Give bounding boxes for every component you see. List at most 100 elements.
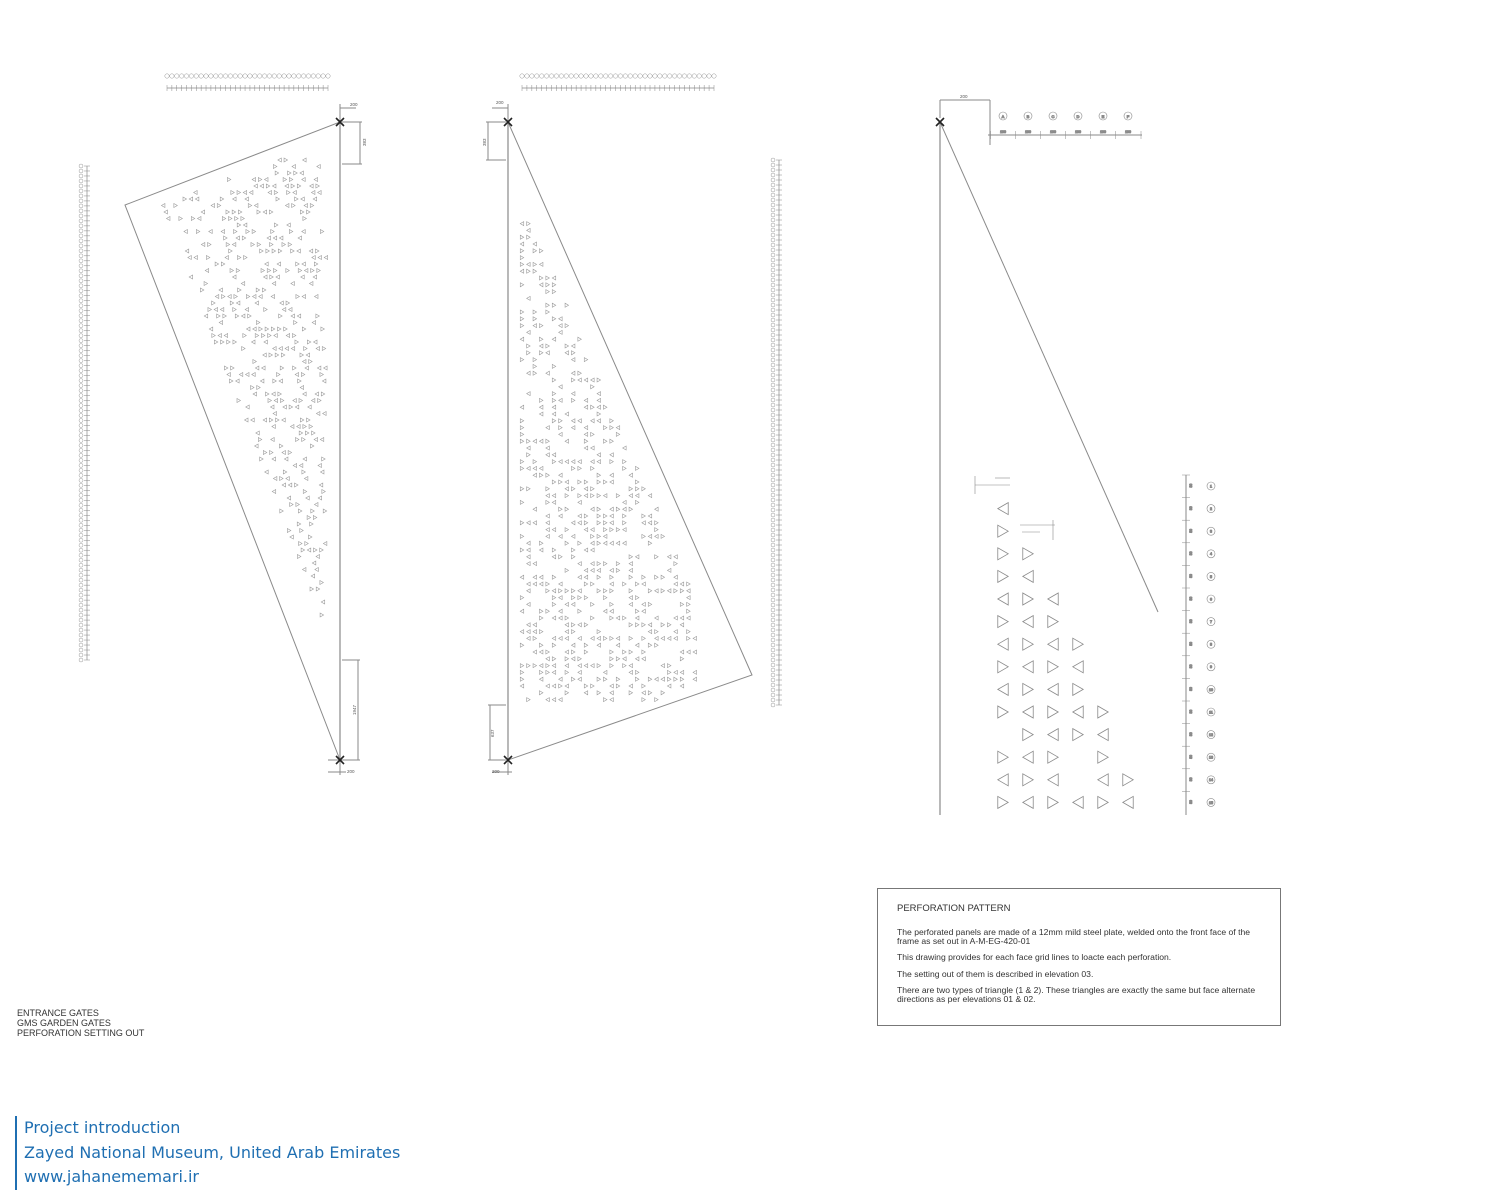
perforation-triangle	[667, 676, 672, 682]
grid-marker	[78, 418, 84, 423]
row-marker	[1206, 549, 1216, 559]
perforation-triangle	[545, 499, 550, 505]
corner-mark	[503, 117, 513, 127]
footer-website[interactable]: www.jahanememari.ir	[24, 1167, 200, 1186]
title-line: PERFORATION SETTING OUT	[17, 1028, 145, 1038]
perforation-triangle	[558, 595, 563, 601]
perforation-triangle	[590, 561, 595, 567]
perforation-triangle	[622, 615, 627, 621]
perforation-triangle	[558, 329, 563, 335]
perforation-triangle	[551, 479, 557, 485]
perforation-triangle	[302, 488, 308, 495]
grid-marker	[770, 602, 776, 608]
perforation-triangle	[673, 581, 678, 587]
perforation-triangle	[289, 176, 294, 183]
grid-marker	[276, 73, 282, 79]
grid-marker	[770, 522, 776, 528]
grid-marker	[325, 73, 331, 79]
perforation-triangle	[571, 397, 576, 403]
perforation-triangle	[609, 649, 614, 655]
perforation-triangle	[551, 282, 557, 288]
perforation-triangle	[286, 495, 291, 501]
perforation-triangle	[519, 629, 525, 635]
perforation-triangle	[526, 445, 531, 451]
grid-marker	[78, 547, 84, 553]
column-spacing-label: 100	[1050, 130, 1056, 134]
grid-marker	[770, 577, 776, 583]
perforation-triangle	[319, 579, 324, 586]
perforation-triangle	[519, 357, 525, 363]
perforation-triangle	[583, 513, 589, 519]
dim-label: 200	[496, 100, 504, 105]
perforation-triangle	[320, 599, 326, 605]
perforation-triangle	[538, 547, 544, 553]
perforation-triangle	[647, 601, 653, 607]
perforation-triangle	[210, 202, 215, 209]
perforation-triangle	[251, 293, 257, 300]
grid-marker	[583, 73, 589, 79]
perforation-triangle	[551, 411, 557, 417]
perforation-triangle	[321, 345, 327, 352]
perforation-triangle	[256, 241, 262, 248]
perforation-triangle	[583, 479, 589, 485]
perforation-triangle	[564, 656, 570, 662]
grid-marker	[524, 73, 530, 79]
perforation-triangle	[692, 649, 697, 655]
perforation-triangle	[253, 183, 258, 189]
perforation-triangle	[602, 608, 608, 614]
perforation-triangle	[628, 601, 633, 607]
perforation-triangle	[996, 592, 1009, 606]
perforation-triangle	[673, 669, 678, 675]
perforation-triangle	[660, 574, 666, 580]
perforation-triangle	[216, 313, 221, 319]
perforation-triangle	[647, 588, 653, 594]
perforation-triangle	[577, 418, 582, 424]
perforation-triangle	[270, 293, 275, 300]
grid-marker	[78, 513, 84, 518]
grid-marker	[78, 428, 84, 433]
perforation-triangle	[292, 397, 297, 404]
perforation-triangle	[571, 622, 576, 628]
perforation-triangle	[590, 445, 595, 451]
perforation-triangle	[532, 635, 538, 641]
grid-marker	[78, 423, 84, 428]
grid-marker	[78, 508, 84, 513]
perforation-triangle	[686, 588, 691, 594]
grid-marker	[213, 73, 219, 79]
perforation-triangle	[590, 601, 595, 607]
perforation-triangle	[596, 452, 601, 458]
perforation-triangle	[526, 452, 531, 458]
grid-marker	[78, 283, 84, 289]
row-marker	[1206, 481, 1216, 491]
perforation-triangle	[583, 404, 589, 410]
perforation-triangle	[306, 417, 311, 423]
grid-marker	[78, 657, 84, 663]
perforation-triangle	[545, 697, 550, 703]
perforation-triangle	[319, 547, 324, 553]
grid-marker	[770, 392, 776, 398]
perforation-triangle	[526, 629, 531, 635]
notes-box: PERFORATION PATTERN The perforated panel…	[877, 888, 1281, 1026]
perforation-triangle	[323, 254, 328, 261]
grid-marker	[770, 567, 776, 573]
perforation-triangle	[290, 345, 296, 352]
perforation-triangle	[590, 459, 595, 465]
grid-marker	[78, 333, 84, 338]
grid-marker	[770, 427, 776, 433]
perforation-triangle	[577, 493, 582, 499]
perforation-triangle	[545, 581, 550, 587]
perforation-triangle	[302, 157, 307, 163]
grid-marker	[770, 482, 776, 488]
grid-marker	[218, 73, 224, 79]
perforation-triangle	[545, 683, 550, 689]
perforation-triangle	[577, 622, 582, 628]
perforation-triangle	[284, 345, 289, 352]
grid-marker	[78, 602, 84, 608]
perforation-triangle	[214, 293, 220, 300]
perforation-triangle	[635, 479, 640, 485]
grid-marker	[78, 363, 84, 368]
grid-marker	[770, 212, 776, 218]
perforation-triangle	[635, 595, 640, 601]
grid-marker	[78, 293, 84, 298]
column-label: E	[1102, 114, 1105, 119]
